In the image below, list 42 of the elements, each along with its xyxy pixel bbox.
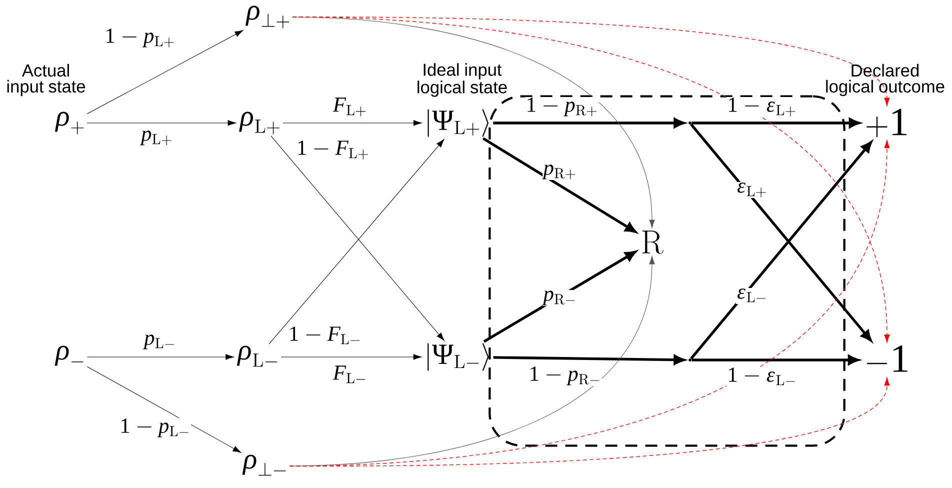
edge-label: $1-\epsilon_{\mathrm{L-}}$ <box>726 366 798 388</box>
arrow <box>86 354 234 360</box>
column-heading: Ideal input logical state <box>418 63 507 97</box>
state-symbol: $\rho_{-}$ <box>54 346 84 366</box>
edge-label: $1-p_{\mathrm{L-}}$ <box>119 418 191 438</box>
state-symbol: $|\Psi_{\mathrm{L+}}\rangle$ <box>428 109 488 137</box>
arrow <box>690 123 872 342</box>
arrow <box>280 354 422 360</box>
edge-label: $\epsilon_{\mathrm{L-}}$ <box>736 288 768 304</box>
arrow <box>282 120 422 126</box>
arrow <box>86 366 242 453</box>
result-symbol: $\mathrm{R}$ <box>642 230 664 254</box>
edge-label: $1-p_{\mathrm{L+}}$ <box>104 28 176 48</box>
edge-label: $p_{\mathrm{L+}}$ <box>140 130 174 146</box>
edge-label: $F_{\mathrm{L-}}$ <box>332 365 368 385</box>
outcome-symbol: $-1$ <box>866 345 908 372</box>
edge-label: $p_{\mathrm{L-}}$ <box>142 334 177 350</box>
arrow <box>86 120 236 126</box>
arrow <box>482 137 636 233</box>
column-heading: Actual input state <box>7 64 86 96</box>
state-symbol: $\rho_{\mathrm{L-}}$ <box>236 346 278 367</box>
edge-label: $p_{\mathrm{R-}}$ <box>542 290 578 306</box>
dashed-arrow <box>289 377 890 466</box>
arrow <box>86 30 244 114</box>
edge-label: $1-F_{\mathrm{L+}}$ <box>296 140 370 160</box>
column-heading: Declared logical outcome <box>826 64 944 96</box>
state-symbol: $\rho_{\mathrm{L+}}$ <box>239 112 280 134</box>
state-symbol: $\rho_{\perp +}$ <box>245 6 290 28</box>
edge-label: $p_{\mathrm{R+}}$ <box>542 164 578 180</box>
edge-label: $\epsilon_{\mathrm{L+}}$ <box>736 182 768 198</box>
edge-label: $F_{\mathrm{L+}}$ <box>332 97 368 117</box>
edge-label: $1-\epsilon_{\mathrm{L+}}$ <box>726 96 798 118</box>
outcome-symbol: $+1$ <box>866 108 907 138</box>
dashed-arrow <box>292 16 890 343</box>
arrow <box>690 141 872 360</box>
state-symbol: $\rho_{\perp -}$ <box>242 454 286 476</box>
state-symbol: $\rho_{+}$ <box>54 112 84 134</box>
edge-label: $1-p_{\mathrm{R-}}$ <box>528 366 602 386</box>
edge-label: $1-F_{\mathrm{L-}}$ <box>288 326 362 346</box>
edge-label: $1-p_{\mathrm{R+}}$ <box>525 96 599 118</box>
dashed-region <box>488 95 846 447</box>
state-symbol: $|\Psi_{\mathrm{L-}}\rangle$ <box>428 343 489 371</box>
